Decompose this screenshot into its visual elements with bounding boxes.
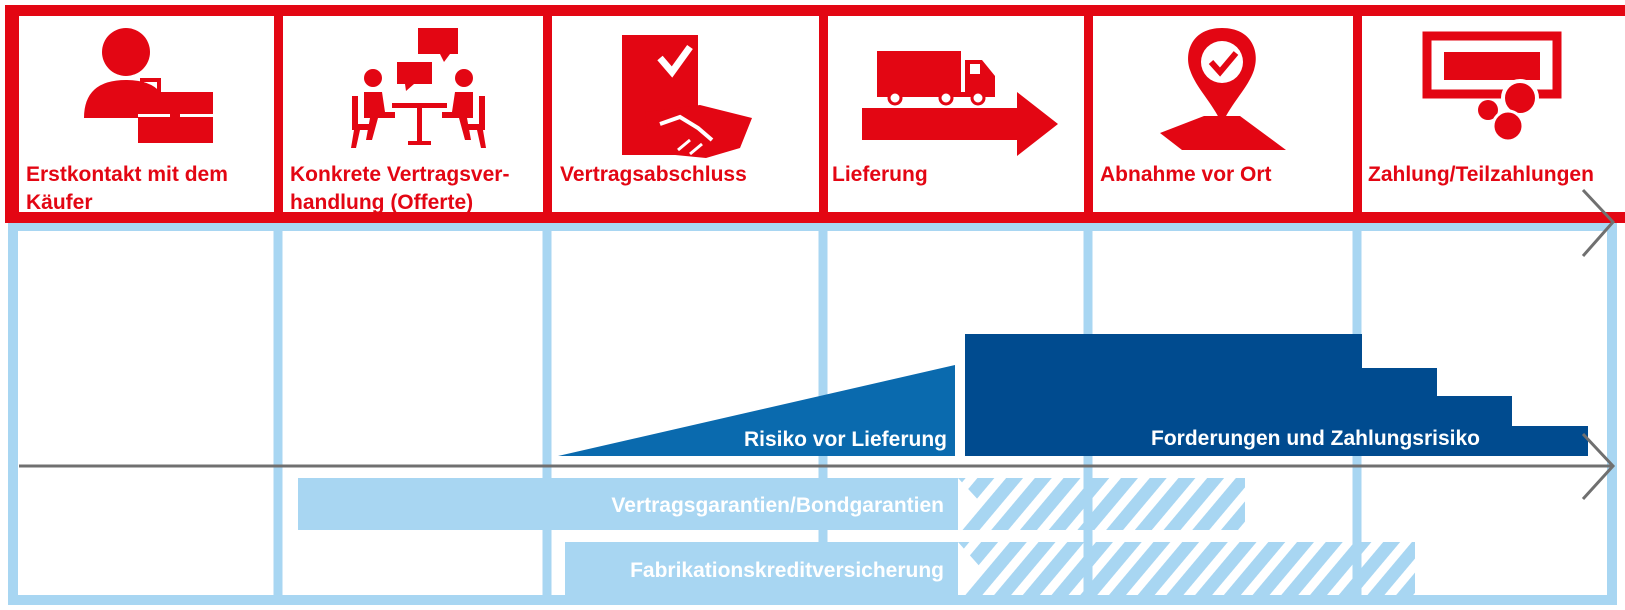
phase-label-vertragsverhandlung: Konkrete Vertragsver- — [290, 163, 509, 186]
contract-guarantees-hatched-extension — [958, 478, 1245, 530]
manufacturing-credit-hatched-extension — [958, 542, 1415, 596]
location-pin-check-icon — [1160, 28, 1286, 150]
pre-delivery-risk-label: Risiko vor Lieferung — [744, 428, 947, 451]
timeline-grid — [8, 221, 1617, 605]
pre-delivery-risk-wedge — [558, 365, 955, 456]
phase-labels: Erstkontakt mit dem Käufer Konkrete Vert… — [26, 163, 1594, 214]
phase-label-vertragsabschluss: Vertragsabschluss — [560, 163, 747, 186]
payment-coins-icon — [1422, 31, 1562, 143]
person-with-briefcase-icon — [84, 28, 213, 143]
delivery-truck-arrow-icon — [862, 51, 1058, 156]
phase-label-erstkontakt: Erstkontakt mit dem — [26, 163, 228, 186]
receivables-risk-block — [965, 334, 1588, 456]
phase-header-grid — [5, 5, 1625, 223]
meeting-negotiation-icon — [351, 28, 486, 148]
manufacturing-credit-label: Fabrikationskreditversicherung — [630, 559, 944, 582]
phase-label-abnahme: Abnahme vor Ort — [1100, 163, 1272, 186]
contract-handshake-icon — [622, 35, 752, 158]
manufacturing-credit-bar — [565, 542, 958, 596]
header-timeline-arrow-icon — [1581, 188, 1616, 257]
phase-label-zahlung: Zahlung/Teilzahlungen — [1368, 163, 1594, 186]
phase-label-lieferung: Lieferung — [832, 163, 928, 186]
phase-label-erstkontakt-line2: Käufer — [26, 191, 93, 214]
contract-guarantees-label: Vertragsgarantien/Bondgarantien — [611, 494, 944, 517]
phase-label-vertragsverhandlung-line2: handlung (Offerte) — [290, 191, 473, 214]
receivables-risk-label: Forderungen und Zahlungsrisiko — [1151, 427, 1480, 450]
timeline-arrow-icon — [1581, 432, 1616, 501]
contract-guarantees-bar — [298, 478, 958, 530]
